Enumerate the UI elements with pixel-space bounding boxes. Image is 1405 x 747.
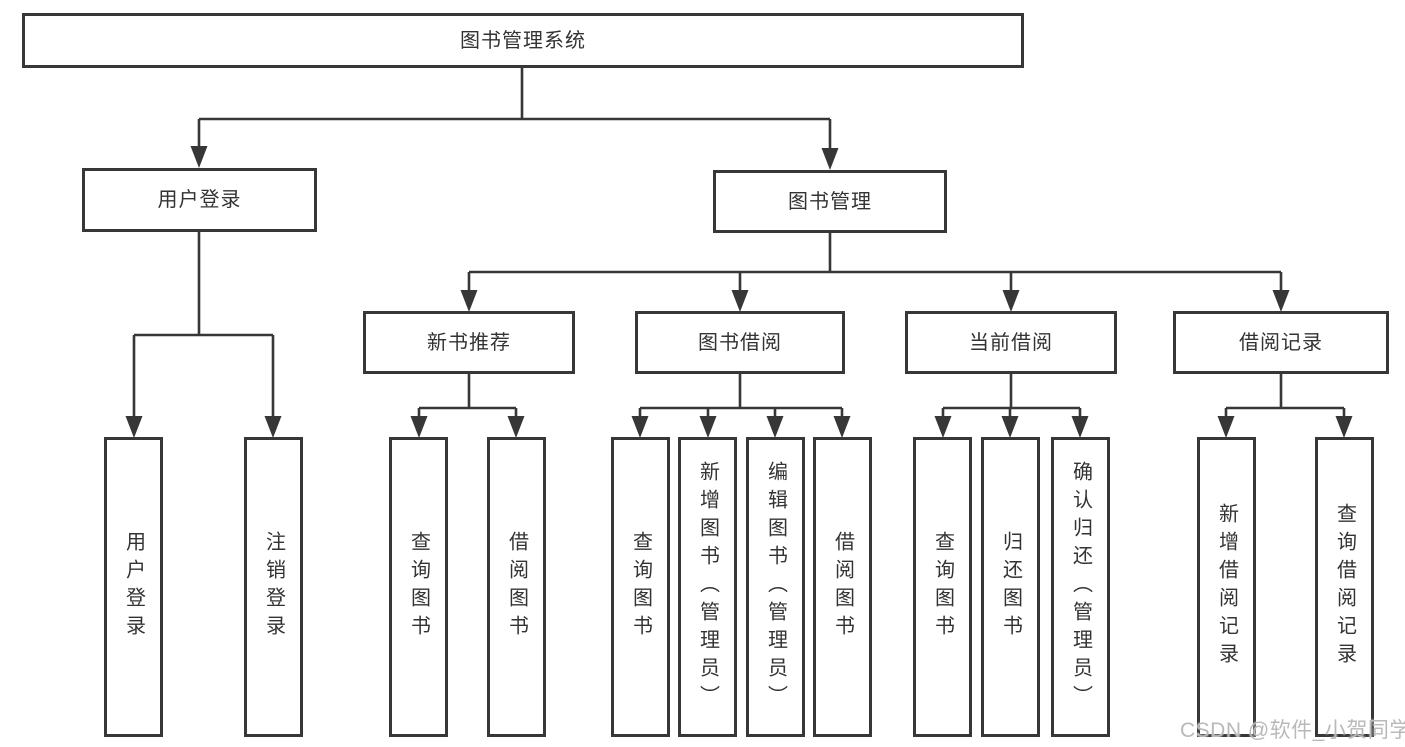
leaf-borrow-edit-books-admin: 编辑图书（管理员） [746, 437, 805, 737]
leaf-user-login: 用户登录 [104, 437, 163, 737]
connector-lines-path [132, 67, 1346, 422]
node-label: 新增图书（管理员） [696, 461, 719, 713]
node-label: 用户登录 [122, 531, 145, 643]
node-label: 借阅图书 [505, 531, 528, 643]
leaf-borrow-add-books-admin: 新增图书（管理员） [678, 437, 737, 737]
node-user-login: 用户登录 [82, 168, 317, 232]
node-book-management: 图书管理 [713, 170, 947, 233]
node-label: 新书推荐 [427, 331, 511, 354]
leaf-records-query-record: 查询借阅记录 [1315, 437, 1374, 737]
node-book-borrowing: 图书借阅 [635, 311, 845, 374]
leaf-records-add-record: 新增借阅记录 [1197, 437, 1256, 737]
node-label: 借阅记录 [1239, 331, 1323, 354]
leaf-logout: 注销登录 [244, 437, 303, 737]
leaf-newrec-query-books: 查询图书 [389, 437, 448, 737]
node-label: 图书借阅 [698, 331, 782, 354]
leaf-borrow-borrow-books: 借阅图书 [813, 437, 872, 737]
node-label: 查询借阅记录 [1333, 503, 1356, 671]
node-label: 归还图书 [999, 531, 1022, 643]
node-label: 用户登录 [157, 189, 242, 211]
node-label: 当前借阅 [969, 331, 1053, 354]
leaf-current-query-books: 查询图书 [913, 437, 972, 737]
leaf-borrow-query-books: 查询图书 [611, 437, 670, 737]
node-new-book-recommendation: 新书推荐 [363, 311, 575, 374]
node-borrowing-records: 借阅记录 [1173, 311, 1389, 374]
leaf-current-confirm-return-admin: 确认归还（管理员） [1051, 437, 1110, 737]
node-label: 注销登录 [262, 531, 285, 643]
node-current-borrowing: 当前借阅 [905, 311, 1117, 374]
node-label: 借阅图书 [831, 531, 854, 643]
leaf-newrec-borrow-books: 借阅图书 [487, 437, 546, 737]
node-label: 新增借阅记录 [1215, 503, 1238, 671]
node-label: 查询图书 [629, 531, 652, 643]
node-label: 查询图书 [407, 531, 430, 643]
node-label: 图书管理 [788, 190, 872, 213]
node-label: 图书管理系统 [460, 29, 586, 52]
node-library-management-system: 图书管理系统 [22, 13, 1024, 68]
watermark: CSDN @软件_小贺同学 [1180, 719, 1405, 742]
arrowhead-icons [125, 146, 1353, 438]
leaf-current-return-books: 归还图书 [981, 437, 1040, 737]
node-label: 查询图书 [931, 531, 954, 643]
node-label: 编辑图书（管理员） [764, 461, 787, 713]
node-label: 确认归还（管理员） [1069, 461, 1092, 713]
